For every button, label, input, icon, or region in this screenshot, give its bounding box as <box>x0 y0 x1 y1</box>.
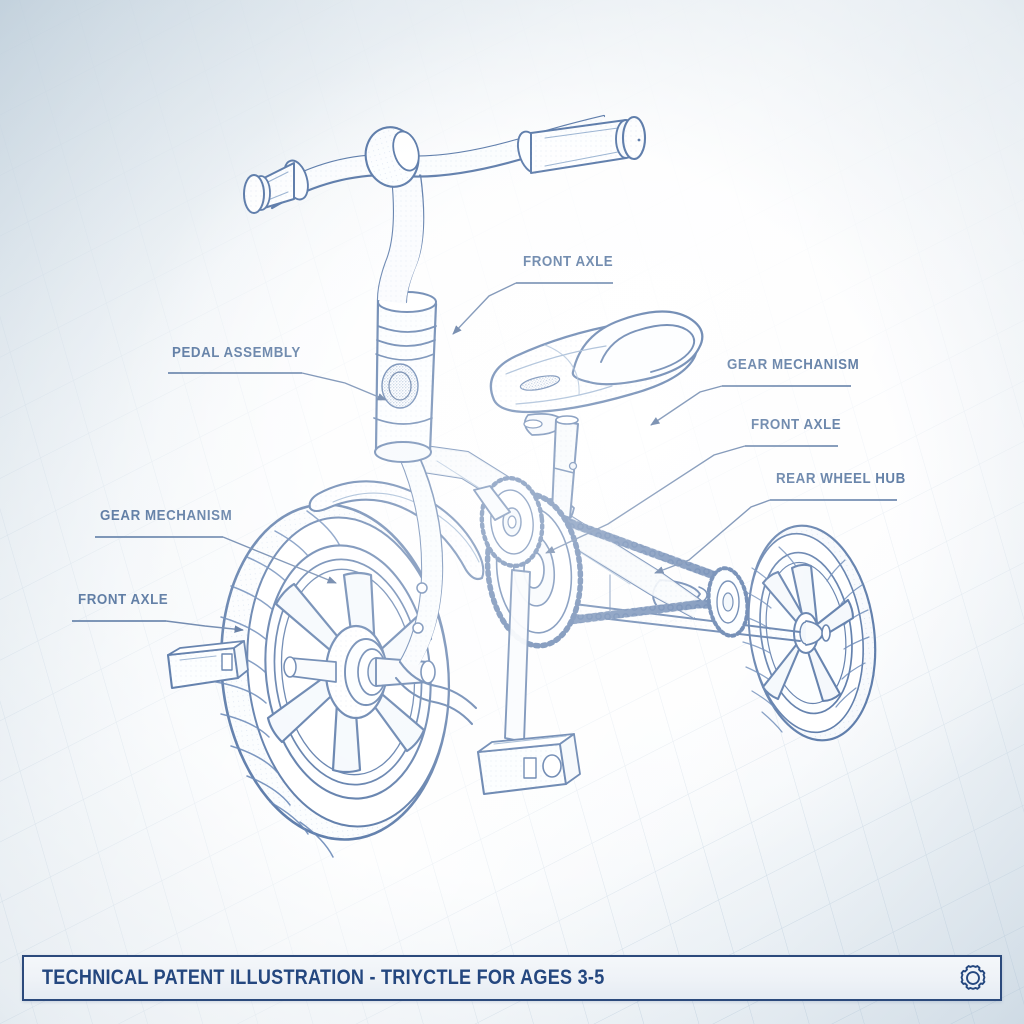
gear-icon[interactable] <box>958 963 988 993</box>
callout-leader-rear-wheel-hub <box>654 499 771 574</box>
callout-leader-pedal-assembly <box>301 372 387 401</box>
title-bar: TECHNICAL PATENT ILLUSTRATION - TRIYCTLE… <box>22 955 1002 1001</box>
callout-label-front-axle-right: FRONT AXLE <box>751 417 842 433</box>
callout-label-front-axle-top: FRONT AXLE <box>523 254 614 270</box>
callout-leader-front-axle-top <box>452 282 517 335</box>
callout-label-gear-mechanism-right: GEAR MECHANISM <box>727 357 860 373</box>
callout-label-pedal-assembly: PEDAL ASSEMBLY <box>172 345 301 361</box>
title-bar-caption: TECHNICAL PATENT ILLUSTRATION - TRIYCTLE… <box>42 966 605 989</box>
callout-label-gear-mechanism-left: GEAR MECHANISM <box>100 508 233 524</box>
callout-leader-front-axle-left <box>165 620 244 633</box>
callout-label-rear-wheel-hub: REAR WHEEL HUB <box>776 471 906 487</box>
callout-leader-gear-mechanism-right <box>650 385 723 426</box>
callout-label-front-axle-left: FRONT AXLE <box>78 592 169 608</box>
callout-leader-gear-mechanism-left <box>222 536 337 584</box>
